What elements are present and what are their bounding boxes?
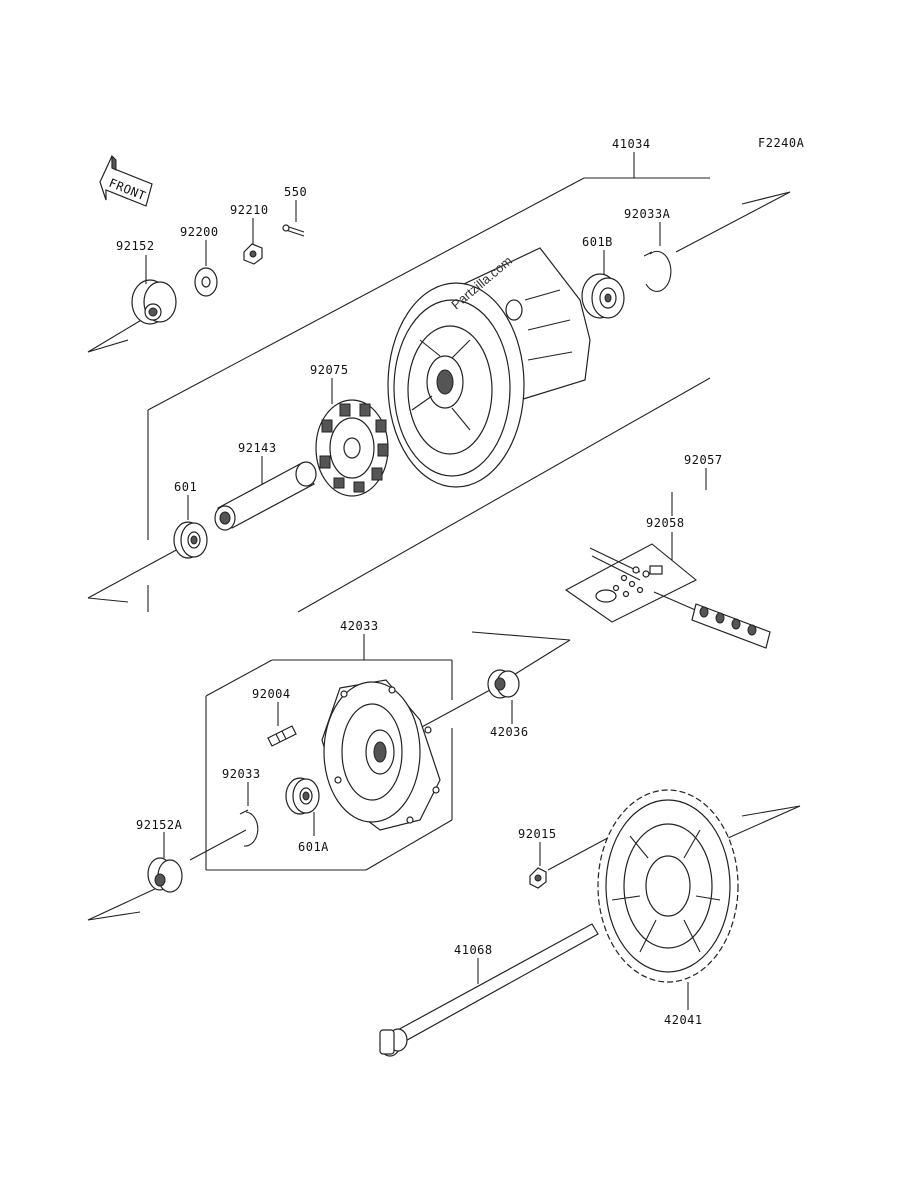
pin-550: [282, 224, 305, 237]
nut-92210: [243, 243, 263, 265]
collar-92143: [214, 461, 317, 531]
sprocket-coupling-42033: [321, 679, 441, 831]
label-41034: 41034: [612, 137, 651, 151]
label-92143: 92143: [238, 441, 277, 455]
washer-92200: [194, 267, 218, 297]
coupling-assembly-outline: [205, 634, 453, 871]
label-42041: 42041: [664, 1013, 703, 1027]
rear-sprocket-42041: [597, 789, 739, 983]
label-550: 550: [284, 185, 307, 199]
label-601: 601: [174, 480, 197, 494]
bearing-601: [173, 521, 208, 559]
label-601A: 601A: [298, 840, 329, 854]
circlip-92033: [239, 809, 259, 847]
bearing-601A: [285, 777, 320, 815]
label-42036: 42036: [490, 725, 529, 739]
label-92075: 92075: [310, 363, 349, 377]
label-92210: 92210: [230, 203, 269, 217]
collar-92152A: [147, 857, 183, 893]
stud-92004: [267, 725, 297, 747]
label-41068: 41068: [454, 943, 493, 957]
label-92004: 92004: [252, 687, 291, 701]
label-42033: 42033: [340, 619, 379, 633]
nut-92015: [529, 867, 547, 889]
chain-joint-92058: [564, 543, 698, 623]
label-92152A: 92152A: [136, 818, 183, 832]
circlip-92033A: [643, 250, 672, 292]
damper-92075: [315, 399, 389, 497]
drive-chain-92057: [653, 591, 771, 649]
bearing-601B: [581, 273, 625, 319]
front-arrow-icon: FRONT: [99, 154, 153, 207]
wheel-assembly-outline: [147, 152, 711, 613]
collar-42036: [487, 669, 520, 699]
label-92200: 92200: [180, 225, 219, 239]
collar-92152: [131, 279, 177, 325]
label-601B: 601B: [582, 235, 613, 249]
diagram-code: F2240A: [758, 136, 805, 150]
label-92152: 92152: [116, 239, 155, 253]
axle-41068: [379, 923, 599, 1057]
label-92058: 92058: [646, 516, 685, 530]
label-92033: 92033: [222, 767, 261, 781]
label-92015: 92015: [518, 827, 557, 841]
label-92033A: 92033A: [624, 207, 671, 221]
rear-wheel-hub: [387, 247, 591, 488]
label-92057: 92057: [684, 453, 723, 467]
